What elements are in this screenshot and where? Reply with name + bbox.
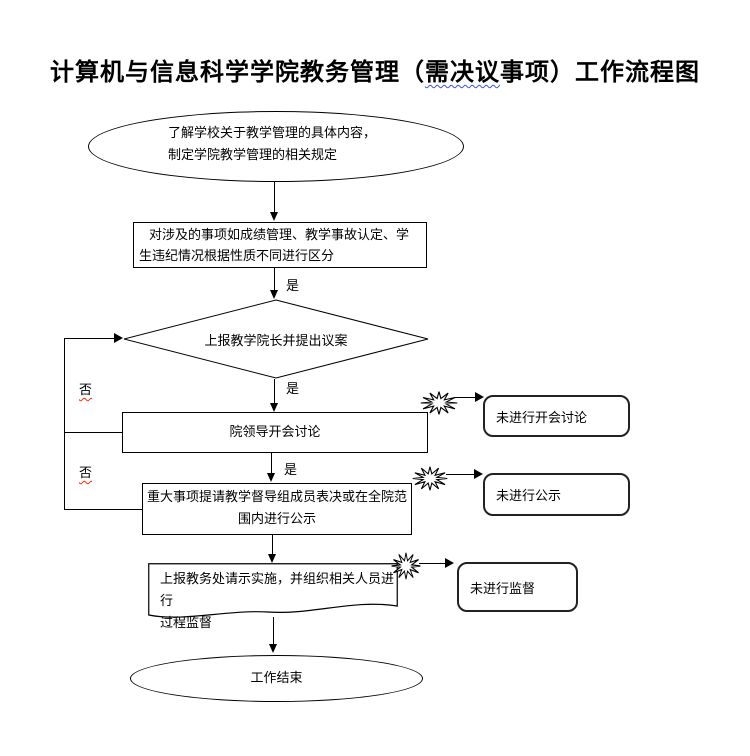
arrow-down-icon	[268, 554, 276, 563]
callout-no-supervision: 未进行监督	[457, 562, 578, 612]
connector-explosion-no-supervision	[419, 563, 447, 564]
connector-vote-report	[272, 535, 273, 556]
arrow-down-icon	[267, 473, 275, 482]
meeting-box: 院领导开会讨论	[122, 412, 428, 453]
end-ellipse: 工作结束	[130, 655, 423, 702]
connector-meeting-vote	[271, 453, 272, 475]
connector-decision-meeting	[274, 379, 275, 404]
callout-no-publicity: 未进行公示	[483, 473, 630, 516]
explosion-icon	[420, 391, 458, 415]
classify-box: 对涉及的事项如成绩管理、教学事故认定、学 生违纪情况根据性质不同进行区分	[133, 222, 427, 268]
title-spellcheck-segment: 需决议	[425, 60, 500, 86]
connector-explosion-no-meeting	[454, 397, 478, 398]
report-document: 上报教务处请示实施，并组织相关人员进行 过程监督	[148, 563, 398, 631]
arrow-down-icon	[270, 403, 278, 412]
connector-no-feedback-to-decision	[64, 338, 115, 339]
report-document-text: 上报教务处请示实施，并组织相关人员进行 过程监督	[160, 572, 395, 631]
title-suffix: 事项）工作流程图	[500, 60, 700, 86]
connector-classify-decision	[274, 268, 275, 291]
page-title: 计算机与信息科学学院教务管理（需决议事项）工作流程图	[0, 52, 750, 87]
arrow-right-icon	[475, 392, 484, 402]
arrow-right-icon	[474, 469, 483, 479]
connector-vote-no-branch	[64, 509, 142, 510]
connector-explosion-no-publicity	[446, 474, 476, 475]
yes-label-2: 是	[286, 382, 300, 397]
arrow-right-icon	[114, 333, 123, 343]
document-outline	[148, 563, 398, 618]
diamond-outline	[123, 299, 429, 379]
arrow-down-icon	[270, 290, 278, 299]
yes-label-1: 是	[286, 279, 300, 294]
callout-no-meeting: 未进行开会讨论	[483, 395, 630, 437]
connector-no-feedback-vertical	[64, 338, 65, 510]
arrow-right-icon	[445, 558, 454, 568]
connector-report-end	[273, 617, 274, 645]
no-label-2: 否	[79, 466, 93, 481]
arrow-down-icon	[269, 644, 277, 653]
title-prefix: 计算机与信息科学学院教务管理（	[50, 60, 425, 86]
explosion-icon	[412, 466, 448, 491]
connector-meeting-no-branch	[64, 432, 122, 433]
start-ellipse-text: 了解学校关于教学管理的具体内容， 制定学院教学管理的相关规定	[168, 126, 377, 163]
explosion-icon	[391, 552, 421, 580]
start-ellipse: 了解学校关于教学管理的具体内容， 制定学院教学管理的相关规定	[88, 111, 464, 182]
connector-start-classify	[274, 182, 275, 213]
decision-diamond-text: 上报教学院长并提出议案	[204, 333, 348, 349]
vote-box: 重大事项提请教学督导组成员表决或在全院范 围内进行公示	[142, 483, 412, 535]
decision-diamond: 上报教学院长并提出议案	[123, 299, 429, 379]
yes-label-3: 是	[284, 463, 298, 478]
arrow-down-icon	[270, 212, 278, 221]
no-label-1: 否	[79, 383, 93, 398]
